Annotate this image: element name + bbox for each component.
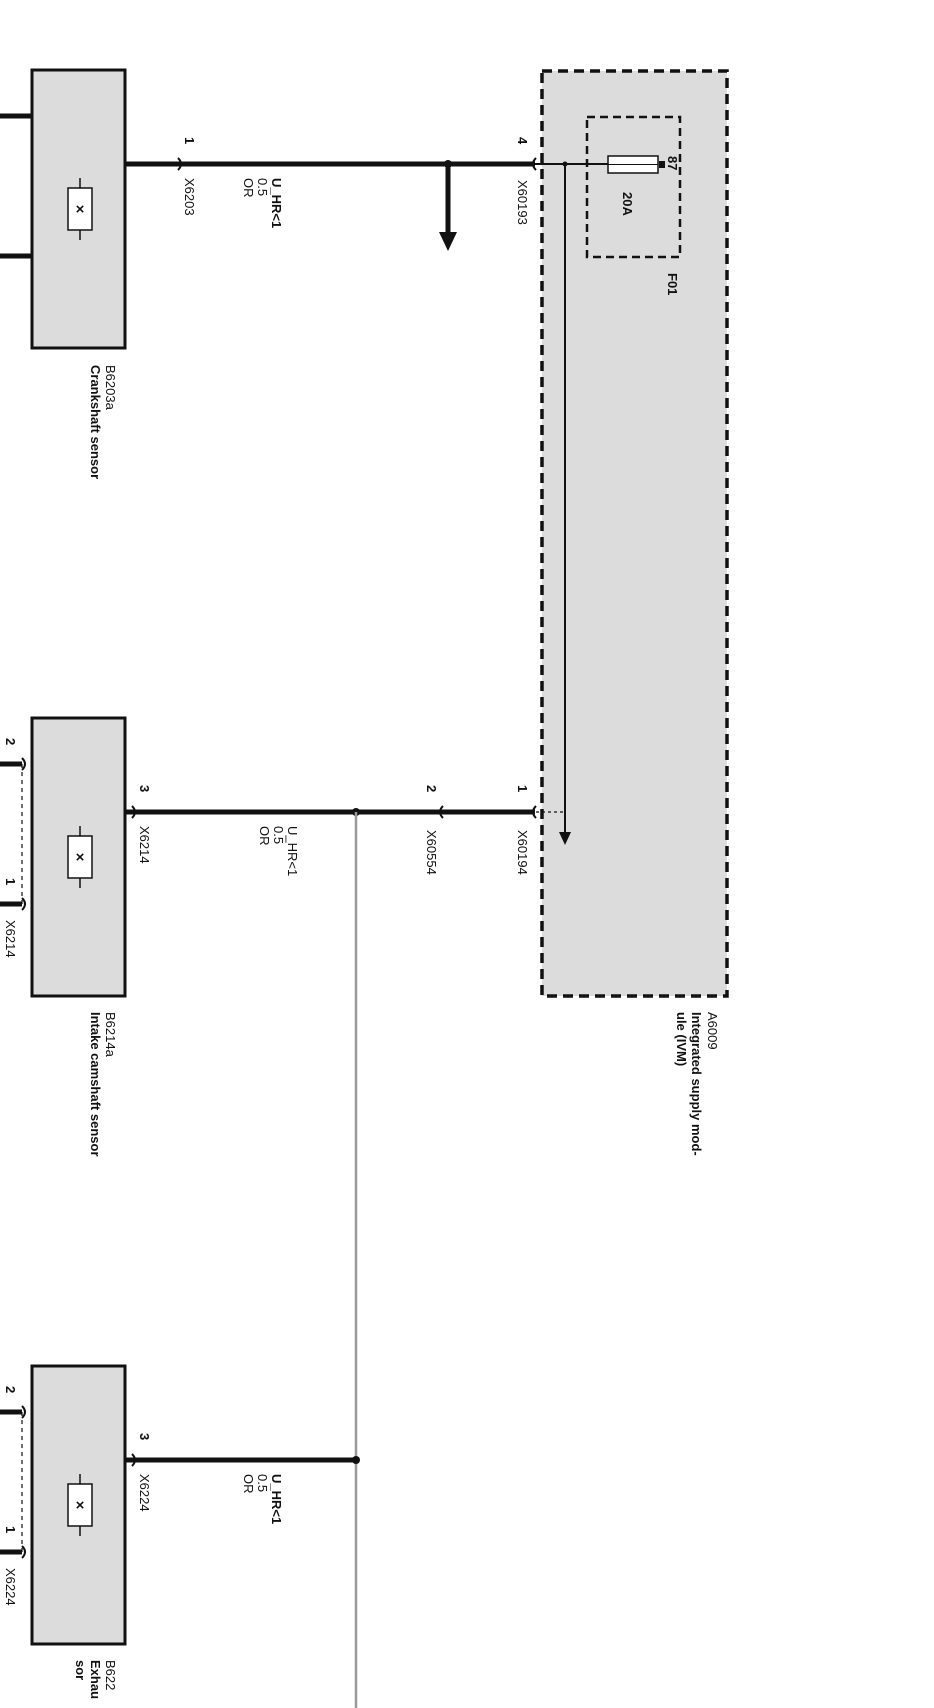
- module-internal-arrow: [559, 832, 571, 845]
- wire-exhaust-junction: [352, 1456, 360, 1464]
- sensor-exhaust-name-line1: Exhau: [88, 1660, 103, 1699]
- connector-mark-x6214: [131, 805, 136, 819]
- module-name-label: Integrated supply mod-ule (IVM): [674, 1012, 704, 1156]
- wire-intake-gauge: 0.5: [271, 826, 286, 844]
- connector-mark-x60194: [532, 805, 537, 819]
- fuse-box: [585, 115, 682, 259]
- module-pin1-connector: X60194: [515, 830, 530, 875]
- wire-intake-color: OR: [257, 826, 272, 846]
- sensor-exhaust-side-mark-b: [21, 1545, 26, 1559]
- inline-connector-id: X60554: [424, 830, 439, 875]
- sensor-exhaust-connector: X6224: [137, 1474, 152, 1512]
- svg-text:×: ×: [76, 849, 85, 866]
- inline-connector-pin: 2: [424, 785, 439, 792]
- svg-text:×: ×: [76, 1497, 85, 1514]
- sensor-crankshaft-name: Crankshaft sensor: [88, 365, 103, 479]
- fuse-rating-label: 20A: [620, 192, 635, 216]
- sensor-intake-id: B6214a: [103, 1012, 118, 1058]
- fuse-terminal: [659, 161, 665, 168]
- supply-module-box: [540, 69, 729, 998]
- sensor-intake-pin: 3: [137, 785, 152, 792]
- module-junction-dot: [562, 161, 568, 167]
- sensor-intake-name: Intake camshaft sensor: [88, 1012, 103, 1157]
- module-pin4-connector: X60193: [515, 180, 530, 225]
- sensor-crankshaft-id: B6203a: [103, 365, 118, 411]
- wire-exhaust-signal-drawn: U_HR<1: [269, 1474, 284, 1524]
- sensor-crankshaft-connector: X6203: [182, 178, 197, 216]
- wire-intake-signal: U_HR<1: [285, 826, 300, 876]
- svg-text:×: ×: [76, 201, 85, 218]
- sensor-exhaust-name-line2: sor: [73, 1660, 88, 1680]
- sensor-exhaust-pin: 3: [137, 1433, 152, 1440]
- module-name-line1: Integrated supply mod-: [689, 1012, 704, 1156]
- sensor-exhaust-side-pin-b: 1: [3, 1526, 18, 1533]
- module-pin1-number: 1: [515, 785, 530, 792]
- module-pin4-number: 4: [515, 137, 530, 145]
- sensor-exhaust-side-connector: X6224: [3, 1568, 18, 1606]
- sensor-exhaust-id: B622: [103, 1660, 118, 1690]
- module-id-label: A6009: [705, 1012, 720, 1050]
- wire-crankshaft-signal: U_HR<1: [269, 178, 284, 228]
- wire-crankshaft-color: OR: [241, 178, 256, 198]
- module-name-line2: ule (IVM): [674, 1012, 689, 1066]
- connector-mark-x60554: [439, 805, 444, 819]
- sensor-intake-side-pin-b: 1: [3, 878, 18, 885]
- sensor-exhaust-symbol: ×: [67, 1474, 93, 1536]
- sensor-exhaust-side-pin-a: 2: [3, 1386, 18, 1393]
- sensor-intake-side-pin-a: 2: [3, 738, 18, 745]
- wire-crankshaft-gauge: 0.5: [255, 178, 270, 196]
- fuse-terminal-label: 87: [665, 156, 680, 170]
- sensor-crankshaft-pin: 1: [182, 137, 197, 144]
- connector-mark-x6224: [131, 1453, 136, 1467]
- sensor-intake-connector: X6214: [137, 826, 152, 864]
- connector-mark-x60193: [532, 157, 537, 171]
- sensor-intake-symbol: ×: [67, 826, 93, 888]
- connector-mark-x6203: [177, 157, 182, 171]
- fuse-id-label: F01: [665, 273, 680, 295]
- sensor-crankshaft-symbol: ×: [67, 178, 93, 240]
- sensor-exhaust-side-mark-a: [21, 1405, 26, 1419]
- wire-exhaust-color: OR: [241, 1474, 256, 1494]
- sensor-intake-side-mark-b: [21, 897, 26, 911]
- wire-crankshaft-branch-arrow: [439, 232, 457, 251]
- wire-exhaust-gauge: 0.5: [255, 1474, 270, 1492]
- sensor-intake-side-connector: X6214: [3, 920, 18, 958]
- sensor-intake-side-mark-a: [21, 757, 26, 771]
- sensor-exhaust-name: Exhausor: [73, 1660, 103, 1699]
